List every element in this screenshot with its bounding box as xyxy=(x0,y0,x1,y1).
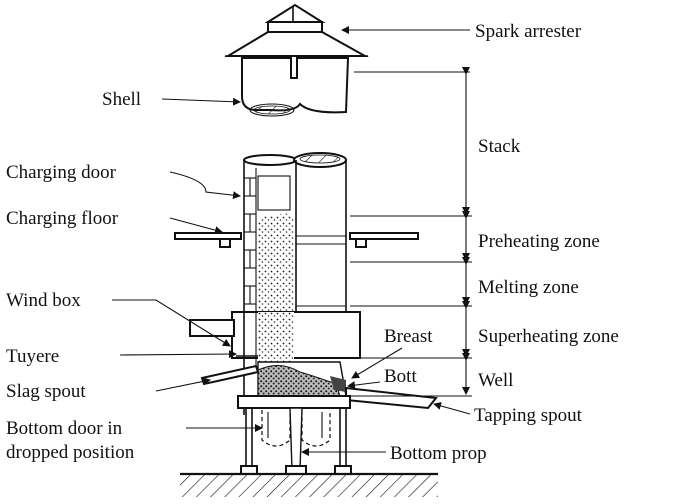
label-tuyere: Tuyere xyxy=(6,346,59,367)
label-well: Well xyxy=(478,370,513,391)
label-superheating-zone: Superheating zone xyxy=(478,326,619,347)
label-bottom-prop: Bottom prop xyxy=(390,443,487,464)
spark-arrester xyxy=(224,3,369,57)
charging-door xyxy=(257,175,291,211)
support-legs xyxy=(240,408,352,475)
label-preheating-zone: Preheating zone xyxy=(478,231,600,252)
shell xyxy=(241,55,350,117)
label-stack: Stack xyxy=(478,136,521,157)
label-tapping-spout: Tapping spout xyxy=(474,405,583,426)
ground xyxy=(180,472,438,497)
label-charging-floor: Charging floor xyxy=(6,208,119,229)
blast-pipe xyxy=(189,319,235,337)
label-bott: Bott xyxy=(384,366,417,387)
base-plate xyxy=(237,395,351,409)
furnace-stack xyxy=(189,152,438,415)
label-slag-spout: Slag spout xyxy=(6,381,86,402)
label-charging-door: Charging door xyxy=(6,162,117,183)
label-melting-zone: Melting zone xyxy=(478,277,579,298)
labels: Spark arrester Shell Stack Charging door… xyxy=(6,21,619,464)
tapping-spout xyxy=(345,386,438,410)
bottom-doors xyxy=(261,410,331,447)
label-bottom-door-line2: dropped position xyxy=(6,442,135,463)
label-spark-arrester: Spark arrester xyxy=(475,21,582,42)
zone-brackets xyxy=(350,67,472,397)
label-wind-box: Wind box xyxy=(6,290,81,311)
slag-spout xyxy=(200,364,260,386)
bottom-prop xyxy=(285,407,307,475)
label-bottom-door-line1: Bottom door in xyxy=(6,418,123,439)
label-breast: Breast xyxy=(384,326,433,347)
wind-box xyxy=(231,311,361,359)
label-shell: Shell xyxy=(102,89,141,110)
bott-plug xyxy=(330,376,346,392)
charging-floor xyxy=(174,232,419,248)
leader-lines xyxy=(112,26,471,456)
